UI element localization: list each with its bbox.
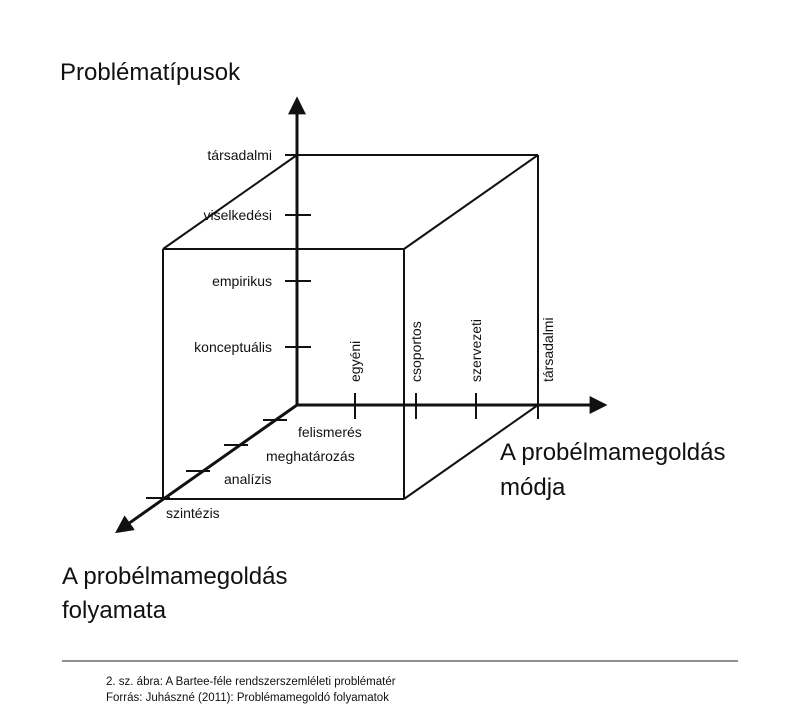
horizontal-tick-label: egyéni [347,341,363,382]
horizontal-tick-label: társadalmi [540,317,556,382]
depth-axis-title-line2: folyamata [62,597,167,624]
cube-edge [403,154,539,250]
depth-tick-label: meghatározás [266,448,355,464]
vertical-tick-label: viselkedési [204,207,272,223]
vertical-tick-label: empirikus [212,273,272,289]
horizontal-axis-title-line2: módja [500,474,566,501]
cube-outline [162,154,539,500]
cube-edge [403,404,539,500]
depth-axis-ticks: felismerés meghatározás analízis szintéz… [146,419,362,521]
vertical-axis-ticks: konceptuális empirikus viselkedési társa… [194,147,311,355]
figure-caption: 2. sz. ábra: A Bartee-féle rendszerszeml… [106,676,396,688]
vertical-tick-label: konceptuális [194,339,272,355]
horizontal-axis-title-line1: A probélmamegoldás [500,439,725,466]
horizontal-axis-ticks: egyéni csoportos szervezeti társadalmi [347,317,556,419]
figure-source: Forrás: Juhászné (2011): Problémamegoldó… [106,692,389,704]
depth-tick-label: szintézis [166,505,220,521]
cube-edge [162,154,298,250]
depth-tick-label: felismerés [298,424,362,440]
horizontal-tick-label: szervezeti [468,319,484,382]
depth-axis-title-line1: A probélmamegoldás [62,563,287,590]
vertical-tick-label: társadalmi [207,147,272,163]
vertical-axis-title: Problématípusok [60,59,241,86]
depth-axis-arrow [115,403,298,534]
depth-tick-label: analízis [224,471,271,487]
horizontal-tick-label: csoportos [408,321,424,382]
